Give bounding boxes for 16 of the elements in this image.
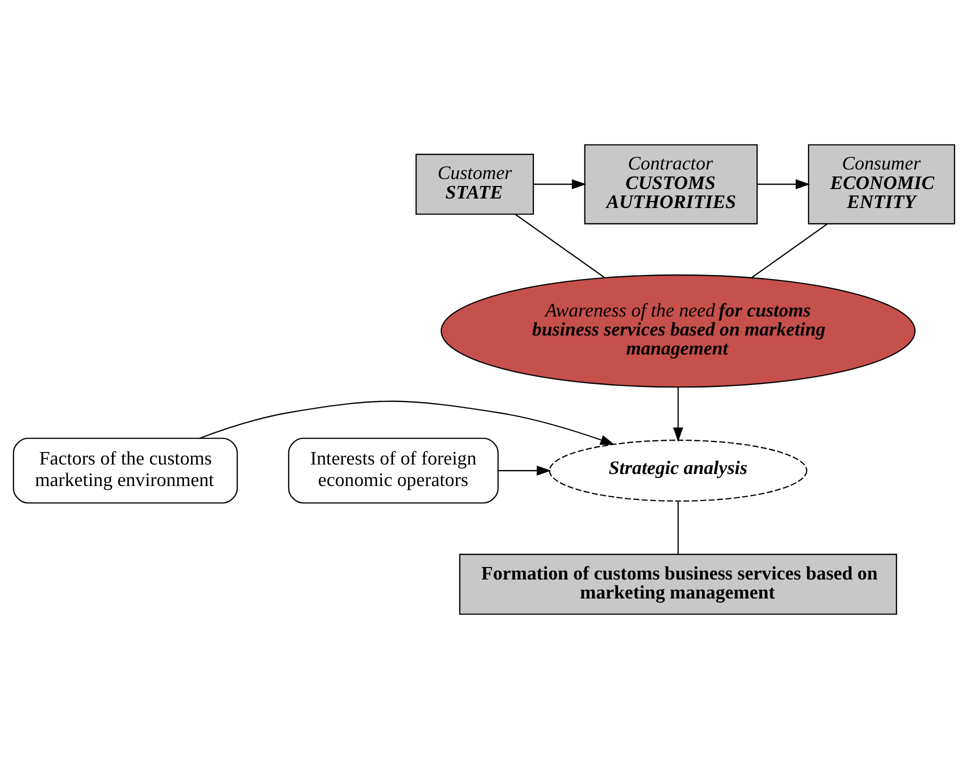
- node-box: Factors of the customs marketing environment: [12, 437, 238, 504]
- connector: [678, 501, 679, 554]
- node-box: Consumer ECONOMIC ENTITY: [808, 144, 956, 224]
- node-box: Contractor CUSTOMS AUTHORITIES: [584, 144, 758, 224]
- node-ellipse: Strategic analysis: [548, 439, 808, 502]
- connector: [751, 222, 828, 278]
- arrow: [498, 465, 552, 476]
- arrow: [199, 400, 615, 444]
- connector: [515, 213, 605, 278]
- arrow: [673, 386, 684, 442]
- node-box: Formation of customs business services based on marketing management: [459, 553, 898, 614]
- node-box: Interests of of foreign economic operators: [288, 437, 499, 504]
- arrow: [533, 178, 586, 189]
- node-box: Customer STATE: [416, 153, 534, 214]
- node-ellipse: Awareness of the need for customs business services based on marketing management: [440, 274, 916, 388]
- arrow: [757, 178, 810, 189]
